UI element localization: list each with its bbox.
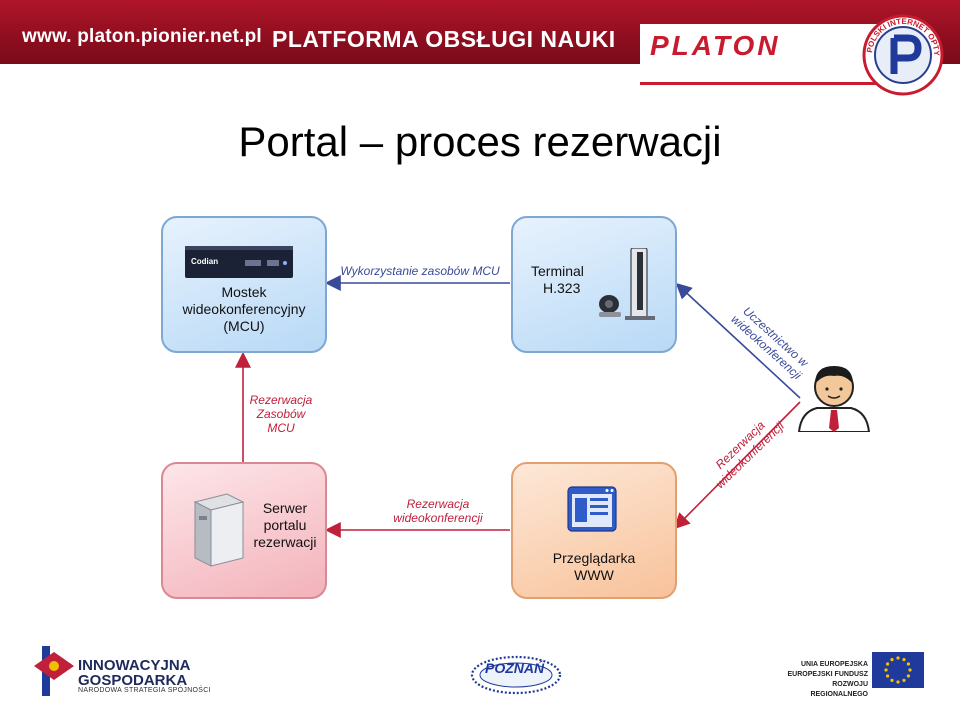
mcu-label-line-3: (MCU) [223,318,265,334]
browser-label-line-1: Przeglądarka [552,550,636,566]
terminal-label: Terminal H.323 [531,263,584,297]
terminal-box: Terminal H.323 [511,216,677,353]
page-title: Portal – proces rezerwacji [238,118,722,165]
header-title: PLATFORMA OBSŁUGI NAUKI [272,26,616,52]
label-video-reservation-bottom-1: Rezerwacja [406,497,470,511]
server-label-line-3: rezerwacji [253,534,317,550]
eu-flag-icon [872,652,924,688]
terminal-label-line-2: H.323 [543,280,581,296]
browser-label: Przeglądarka WWW [513,550,675,584]
mcu-device-icon: Codian [185,246,293,278]
footer-left-title-2: GOSPODARKA [78,672,188,689]
edge-video-reservation-diag [673,401,801,530]
server-icon [193,493,245,567]
mcu-brand: Codian [191,257,218,266]
label-resource-reservation: Rezerwacja Zasobów MCU [236,393,326,435]
label-resource-reservation-2: Zasobów [256,407,306,421]
terminal-label-line-1: Terminal [531,263,584,279]
footer-left-title-1: INNOWACYJNA [78,657,191,674]
footer-eu-text: UNIA EUROPEJSKA EUROPEJSKI FUNDUSZ ROZWO… [776,660,868,700]
pionier-seal-icon: POLSKI INTERNET OPTYCZNY [862,14,944,96]
server-label-line-2: portalu [263,517,307,533]
footer-right-line-1: UNIA EUROPEJSKA [800,661,868,668]
footer-poznan: POZNAŃ [485,660,545,676]
edge-participation [675,282,801,399]
label-video-reservation-bottom-2: wideokonferencji [393,511,483,525]
label-mcu-usage: Wykorzystanie zasobów MCU [340,264,500,278]
poznan-logo-icon [470,655,562,695]
footer-right-line-2: EUROPEJSKI FUNDUSZ [787,671,868,678]
mcu-box: Codian Mostek wideokonferencyjny (MCU) [161,216,327,353]
footer-right-line-3: ROZWOJU REGIONALNEGO [810,681,868,698]
footer-left-subtitle: NARODOWA STRATEGIA SPÓJNOŚCI [78,687,211,694]
footer-innowacyjna: INNOWACYJNA GOSPODARKA [78,658,191,688]
server-label: Serwer portalu rezerwacji [245,500,325,551]
browser-icon [567,486,617,532]
user-avatar-icon [797,366,871,432]
server-label-line-1: Serwer [262,500,308,516]
browser-label-line-2: WWW [574,567,614,583]
server-box: Serwer portalu rezerwacji [161,462,327,599]
label-resource-reservation-3: MCU [267,421,295,435]
browser-box: Przeglądarka WWW [511,462,677,599]
platon-logo: PLATON [640,24,888,85]
mcu-label-line-2: wideokonferencyjny [182,301,306,317]
terminal-camera-icon [599,248,655,320]
label-resource-reservation-1: Rezerwacja [249,393,313,407]
mcu-label-line-1: Mostek [221,284,267,300]
platon-brand: PLATON [650,30,781,61]
mcu-label: Mostek wideokonferencyjny (MCU) [163,284,325,335]
innowacyjna-logo-icon [34,646,74,696]
label-video-reservation-bottom: Rezerwacja wideokonferencji [378,497,498,525]
header-url[interactable]: www. platon.pionier.net.pl [22,26,262,47]
